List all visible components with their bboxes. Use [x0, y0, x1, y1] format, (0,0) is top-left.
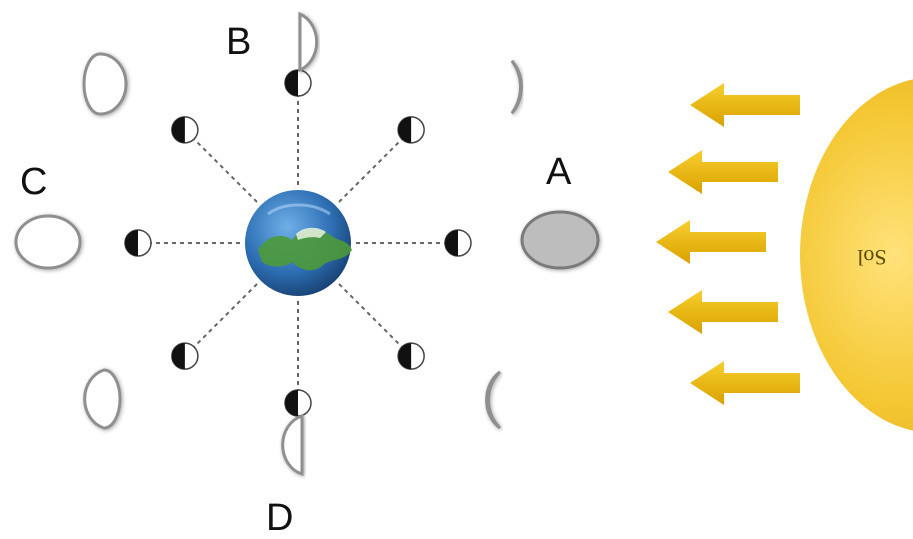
- first-quarter-moon: [298, 11, 319, 73]
- orbit-moons: [124, 69, 472, 417]
- sunlight-arrow: [690, 361, 800, 405]
- sun: Sol: [800, 79, 913, 431]
- orbit-moon: [284, 389, 312, 417]
- orbit-moon: [397, 342, 425, 370]
- orbit-spoke: [338, 283, 404, 349]
- last-quarter-moon: [281, 413, 304, 477]
- waxing-gibbous-moon: [82, 52, 128, 116]
- sun-label: Sol: [857, 245, 886, 270]
- sunlight-arrow: [656, 220, 766, 264]
- sunlight-arrow: [668, 150, 778, 194]
- label-d: D: [266, 497, 293, 539]
- orbit-moon: [397, 116, 425, 144]
- orbit-spoke: [192, 283, 258, 349]
- full-moon-c: [14, 214, 82, 270]
- sunlight-arrows: [656, 83, 800, 405]
- sunlight-arrow: [668, 290, 778, 334]
- new-moon-a: [520, 210, 600, 270]
- orbit-moon: [284, 69, 312, 97]
- label-b: B: [226, 21, 251, 63]
- earth: [245, 190, 352, 296]
- orbit-spokes: [150, 95, 446, 391]
- earth-land: [258, 229, 352, 271]
- phase-moons: [14, 11, 600, 477]
- waning-gibbous-moon: [83, 368, 122, 430]
- orbit-spoke: [192, 137, 258, 203]
- orbit-moon: [171, 342, 199, 370]
- sunlight-arrow: [690, 83, 800, 127]
- orbit-moon: [171, 116, 199, 144]
- label-c: C: [20, 161, 47, 203]
- orbit-moon: [444, 229, 472, 257]
- waxing-crescent-moon: [510, 59, 523, 115]
- orbit-moon: [124, 229, 152, 257]
- orbit-spoke: [338, 137, 404, 203]
- waning-crescent-moon: [485, 370, 502, 430]
- label-a: A: [546, 151, 572, 193]
